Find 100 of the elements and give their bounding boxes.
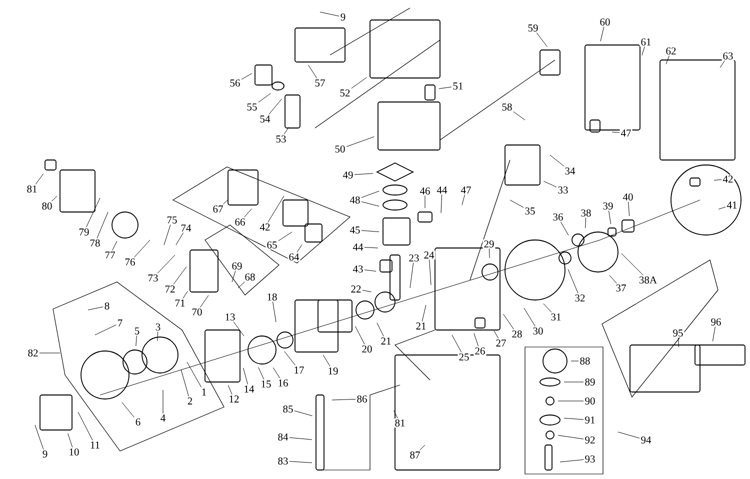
leader-line	[232, 270, 236, 282]
callout-number: 56	[228, 78, 242, 88]
callout-number: 44	[436, 186, 448, 194]
callout-number: 40	[622, 192, 634, 202]
leader-line	[289, 461, 312, 463]
leader-line	[488, 248, 490, 258]
leader-line	[180, 370, 189, 397]
callout-number: 22	[350, 284, 362, 294]
leader-line	[609, 275, 617, 284]
leader-line	[284, 351, 296, 366]
leader-line	[122, 402, 134, 418]
callout-number: 32	[574, 293, 586, 303]
leader-line	[666, 55, 670, 64]
leader-line	[346, 136, 374, 147]
leader-line	[568, 269, 578, 294]
callout-number: 88	[578, 356, 592, 366]
callout-number: 78	[88, 238, 102, 248]
leader-line	[68, 433, 73, 448]
callout-number: 64	[288, 252, 300, 262]
leader-line	[88, 306, 104, 310]
leader-line	[233, 321, 244, 336]
leader-line	[238, 282, 246, 288]
leader-line	[289, 437, 312, 440]
callout-number: 70	[190, 307, 204, 317]
callout-number: 52	[338, 88, 352, 98]
leader-line	[164, 224, 171, 246]
leader-line	[513, 111, 526, 120]
callout-number: 26	[474, 346, 486, 356]
leader-line	[440, 194, 442, 214]
leader-line	[543, 180, 557, 188]
leader-line	[39, 352, 60, 354]
leader-line	[621, 253, 644, 276]
callout-number: 57	[314, 78, 326, 88]
callout-number: 7	[116, 318, 124, 328]
leader-line	[78, 412, 93, 441]
callout-number: 62	[664, 46, 678, 56]
leader-line	[354, 173, 374, 175]
leader-line	[228, 385, 232, 395]
leader-line	[361, 190, 380, 198]
callout-number: 37	[614, 283, 628, 293]
leader-line	[322, 354, 330, 367]
callout-number: 82	[26, 348, 40, 358]
callout-number: 74	[180, 224, 192, 232]
leader-line	[618, 432, 640, 438]
leader-line	[96, 212, 108, 238]
callout-number: 19	[326, 366, 340, 376]
leader-line	[503, 314, 514, 330]
callout-number: 89	[584, 377, 596, 387]
callout-number: 33	[556, 185, 570, 195]
callout-number: 69	[230, 261, 244, 271]
callout-number: 38	[580, 208, 592, 218]
leader-line	[157, 254, 176, 274]
leader-line	[361, 201, 380, 206]
leader-line	[364, 270, 376, 272]
callout-number: 84	[276, 432, 290, 442]
leader-line	[410, 262, 414, 288]
callout-number: 48	[348, 195, 362, 205]
leader-line	[536, 32, 548, 47]
callout-number: 77	[104, 250, 116, 260]
leader-line	[244, 208, 252, 218]
callout-number: 41	[726, 200, 738, 210]
leader-line	[558, 400, 584, 402]
leader-line	[258, 367, 264, 380]
callout-number: 42	[258, 222, 272, 232]
leader-line	[420, 444, 426, 450]
leader-line	[585, 218, 586, 228]
leader-line	[34, 424, 44, 450]
callout-number: 20	[360, 344, 374, 354]
leader-line	[570, 360, 579, 362]
callout-number: 65	[266, 240, 278, 250]
callout-number: 21	[414, 322, 428, 330]
leader-line	[510, 200, 524, 208]
leader-line	[332, 398, 356, 400]
leader-line	[558, 435, 584, 440]
leader-line	[452, 334, 462, 353]
callout-number: 12	[228, 394, 240, 404]
leader-line	[718, 206, 726, 210]
leader-line	[543, 303, 552, 313]
callout-number: 51	[452, 81, 464, 91]
callout-number: 67	[212, 204, 224, 214]
leader-line	[462, 194, 465, 206]
callout-number: 21	[380, 336, 392, 346]
leader-line	[494, 330, 499, 339]
callout-number: 10	[68, 447, 80, 457]
leader-line	[354, 326, 365, 344]
callout-number: 86	[356, 394, 368, 404]
callout-number: 36	[552, 212, 564, 222]
callout-number: 46	[418, 186, 432, 196]
leader-line	[560, 221, 569, 236]
callout-number: 87	[408, 450, 422, 460]
callout-number: 23	[408, 253, 420, 263]
leader-line	[278, 232, 292, 242]
callout-number: 54	[258, 114, 272, 124]
callout-number: 76	[124, 257, 136, 267]
callout-number: 55	[246, 102, 258, 112]
callout-number: 95	[672, 328, 684, 338]
callout-number: 92	[584, 435, 596, 445]
leader-line	[222, 199, 229, 205]
callout-number: 44	[352, 242, 364, 252]
callout-number: 16	[276, 378, 290, 388]
